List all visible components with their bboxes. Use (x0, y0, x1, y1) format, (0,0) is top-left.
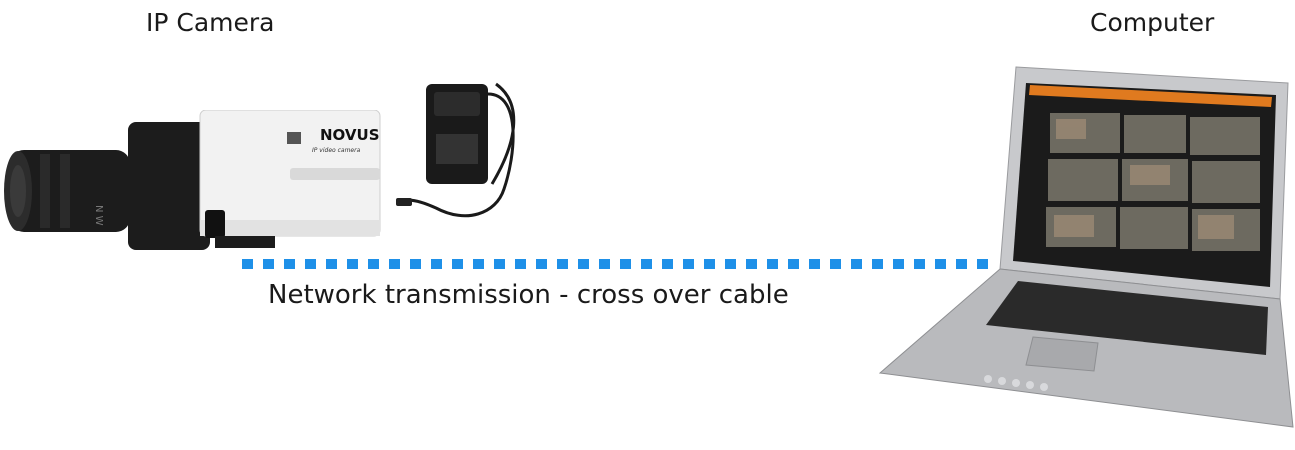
camera-label: IP Camera (146, 8, 275, 37)
camera-subtitle: IP video camera (312, 147, 361, 154)
ip-camera-icon: N W NOVUS IP video camera (0, 110, 390, 260)
camera-brand: NOVUS (320, 126, 380, 144)
power-adapter-icon (396, 74, 526, 224)
computer-label: Computer (1090, 8, 1214, 37)
cable-label: Network transmission - cross over cable (268, 280, 789, 310)
svg-text:N W: N W (93, 205, 104, 226)
computer-laptop-icon (868, 55, 1295, 440)
